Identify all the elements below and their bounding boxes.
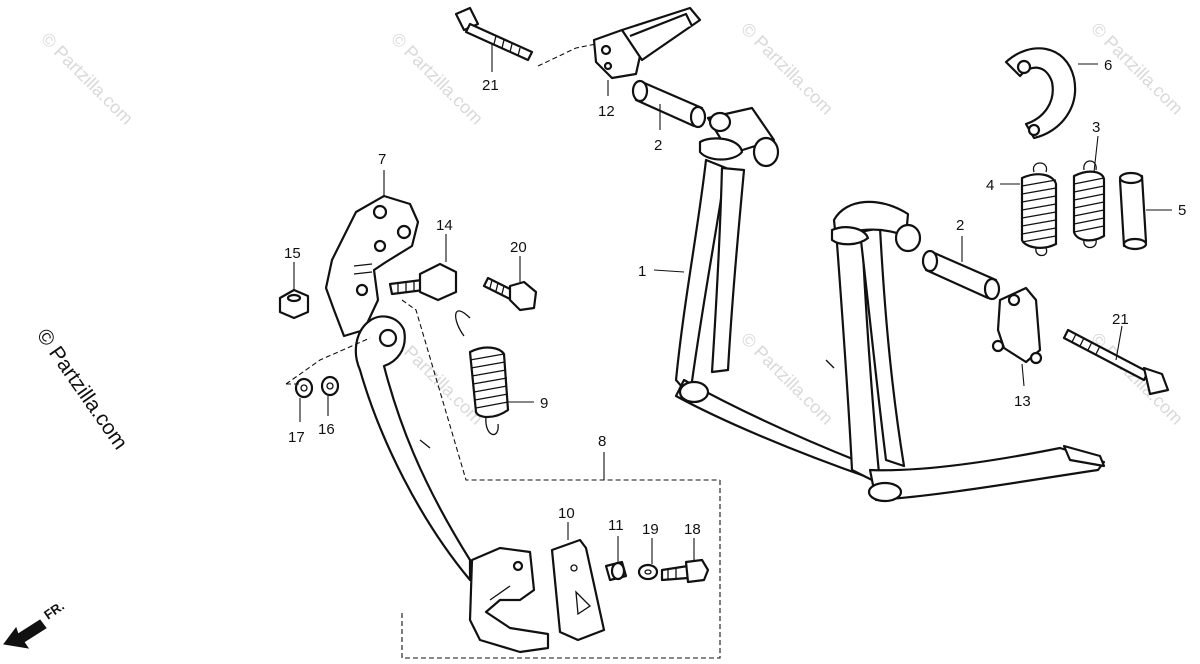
bolt-21-upper <box>454 6 534 62</box>
side-stand-arm <box>354 315 550 654</box>
collar-11 <box>604 560 628 582</box>
washer-17 <box>294 377 314 399</box>
callout-21: 21 <box>482 77 499 94</box>
callout-19: 19 <box>642 521 659 538</box>
bolt-21-lower <box>1062 328 1170 396</box>
callout-14: 14 <box>436 217 453 234</box>
callout-4: 4 <box>986 177 994 194</box>
spring-4 <box>1020 162 1058 257</box>
callout-16: 16 <box>318 421 335 438</box>
callout-13: 13 <box>1014 393 1031 410</box>
callout-12: 12 <box>598 103 615 120</box>
callout-3: 3 <box>1092 119 1100 136</box>
callout-6: 6 <box>1104 57 1112 74</box>
front-label: FR. <box>41 598 67 622</box>
pivot-pin-lower <box>921 249 1001 301</box>
stand-bracket-13 <box>991 286 1043 365</box>
callout-15: 15 <box>284 245 301 262</box>
assembly-lines <box>285 43 721 659</box>
callout-8: 8 <box>598 433 606 450</box>
callout-11: 11 <box>608 517 624 534</box>
side-stand-spring-9 <box>454 310 510 435</box>
watermark-text: © Partzilla.com <box>37 29 137 129</box>
bolt-18 <box>660 558 710 584</box>
callout-2: 2 <box>956 217 964 234</box>
watermark-text: © Partzilla.com <box>1087 329 1187 429</box>
spring-3 <box>1072 160 1106 249</box>
callout-7: 7 <box>378 151 386 168</box>
callout-18: 18 <box>684 521 701 538</box>
callout-21: 21 <box>1112 311 1129 328</box>
watermark-text: © Partzilla.com <box>1087 19 1187 119</box>
callout-17: 17 <box>288 429 305 446</box>
nut-15 <box>278 288 310 320</box>
callout-9: 9 <box>540 395 548 412</box>
callout-10: 10 <box>558 505 575 522</box>
leader-lines <box>293 44 1172 564</box>
arrow-down-left-icon <box>3 619 47 649</box>
watermark-text: © Partzilla.com <box>737 19 837 119</box>
stopper-plate-6 <box>1004 47 1077 140</box>
main-stand <box>674 106 1106 503</box>
washer-16 <box>320 375 340 397</box>
callout-1: 1 <box>638 263 646 280</box>
bolt-20 <box>482 276 538 312</box>
watermark-text: © Partzilla.com <box>737 329 837 429</box>
callout-2: 2 <box>654 137 662 154</box>
front-direction-indicator: FR. <box>3 598 67 649</box>
side-stand-bracket-7 <box>324 194 420 338</box>
stand-bracket-12 <box>592 6 702 80</box>
watermark-text: © Partzilla.com <box>387 29 487 129</box>
pivot-bolt-14 <box>388 262 458 302</box>
side-watermark: © Partzilla.com <box>32 325 132 454</box>
pivot-pin-upper <box>631 79 707 129</box>
callout-5: 5 <box>1178 202 1186 219</box>
watermark-layer: © Partzilla.com © Partzilla.com © Partzi… <box>37 19 1187 429</box>
washer-19 <box>637 563 659 581</box>
callout-20: 20 <box>510 239 527 256</box>
collar-5 <box>1118 171 1148 251</box>
callout-labels: 1 2 2 3 4 5 6 7 8 9 10 11 12 13 14 15 16… <box>284 57 1186 538</box>
stand-rubber-10 <box>550 538 606 642</box>
